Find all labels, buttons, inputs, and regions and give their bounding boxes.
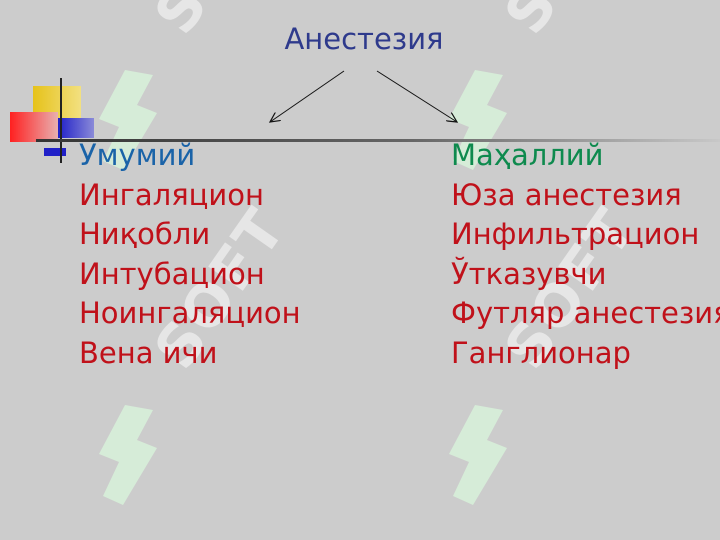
watermark-logo: SOFT [95, 0, 299, 195]
watermark-logo: SOFT [445, 196, 649, 530]
list-item: Ўтказувчи [451, 256, 607, 291]
arrow-right [376, 70, 457, 122]
list-item: Инфильтрацион [451, 217, 700, 251]
watermark-logo: SOFT [95, 196, 299, 530]
vertical-rule [60, 78, 62, 163]
blue-strip [44, 148, 66, 156]
watermark-leaf-icon [99, 70, 157, 170]
list-item: Ноингаляцион [79, 296, 301, 330]
local-anesthesia-column: Маҳаллий Юза анестезия Инфильтрацион Ўтк… [451, 136, 720, 373]
list-item: Юза анестезия [451, 177, 682, 212]
watermark-logo: SOFT [445, 0, 649, 195]
watermark-leaf-icon [449, 405, 507, 505]
list-item: Вена ичи [79, 335, 218, 370]
column-heading-local: Маҳаллий [451, 138, 604, 172]
list-item: Ганглионар [451, 335, 631, 370]
horizontal-rule [36, 139, 720, 142]
red-block [10, 112, 58, 142]
list-item: Ингаляцион [79, 177, 264, 212]
general-anesthesia-column: Умумий Ингаляцион Ниқобли Интубацион Нои… [79, 136, 301, 373]
list-item: Ниқобли [79, 217, 211, 251]
branch-arrows [0, 70, 720, 200]
arrow-left [270, 70, 345, 122]
diagram-title: Анестезия [284, 22, 444, 56]
column-heading-general: Умумий [79, 138, 196, 172]
watermark-leaf-icon [99, 405, 157, 505]
list-item: Интубацион [79, 256, 265, 291]
watermark-leaf-icon [449, 70, 507, 170]
blue-block [58, 118, 94, 138]
decorative-accent [10, 78, 720, 163]
list-item: Футляр анестезия [451, 296, 720, 330]
